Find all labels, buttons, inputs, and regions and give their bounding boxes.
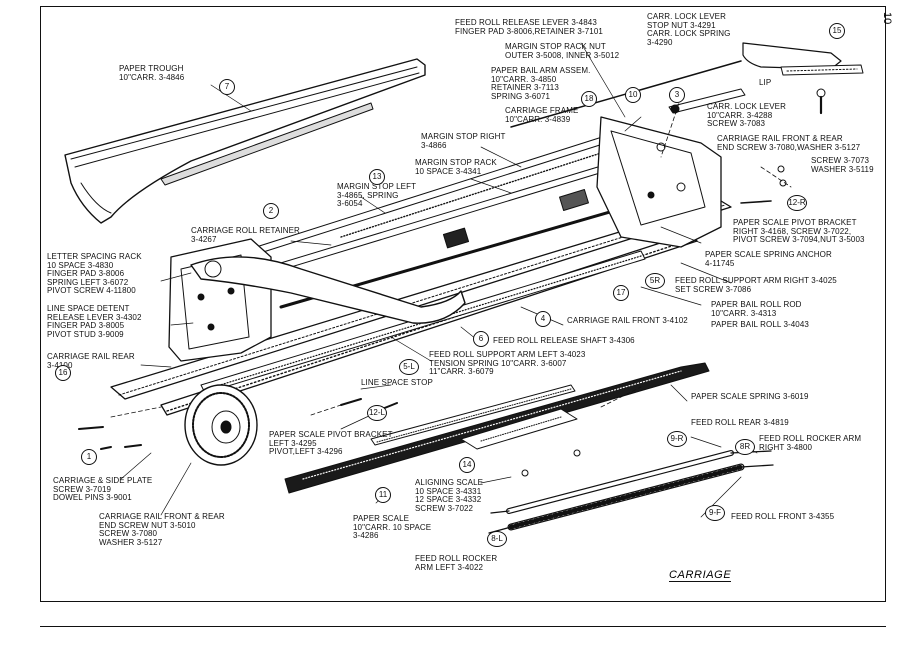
callout-11: 11 — [375, 487, 391, 503]
label-screw-washer: SCREW 3-7073 WASHER 3-5119 — [811, 156, 874, 174]
label-feed-roll-release-lever: FEED ROLL RELEASE LEVER 3-4843 FINGER PA… — [455, 18, 603, 36]
callout-8-l: 8-L — [487, 531, 507, 547]
label-carriage-rail-front: CARRIAGE RAIL FRONT 3-4102 — [567, 316, 688, 325]
label-carriage-rail-end-screw-left: CARRIAGE RAIL FRONT & REAR END SCREW NUT… — [99, 512, 225, 547]
page-number: 10 — [881, 12, 893, 25]
assembly-guide-lines — [110, 96, 792, 418]
label-margin-stop-rack: MARGIN STOP RACK 10 SPACE 3-4341 — [415, 158, 497, 176]
label-aligning-scale: ALIGNING SCALE 10 SPACE 3-4331 12 SPACE … — [415, 478, 484, 513]
label-carr-lock-lever: CARR. LOCK LEVER 10"CARR. 3-4288 SCREW 3… — [707, 102, 786, 129]
carriage-frame-right — [510, 60, 742, 248]
feed-roll-front-part — [488, 463, 774, 534]
figure-caption: CARRIAGE — [669, 569, 732, 582]
feed-roll-release-lever-part — [190, 256, 466, 324]
aligning-scale-part — [370, 384, 576, 446]
label-paper-scale-spring: PAPER SCALE SPRING 3-6019 — [691, 392, 809, 401]
callout-3: 3 — [669, 87, 685, 103]
carriage-exploded-drawing — [64, 42, 864, 534]
label-margin-stop-left: MARGIN STOP LEFT 3-4865, SPRING 3-6054 — [337, 182, 417, 209]
callout-10: 10 — [625, 87, 641, 103]
callout-17: 17 — [613, 285, 629, 301]
callout-2: 2 — [263, 203, 279, 219]
callout-12-l: 12-L — [367, 405, 387, 421]
bottom-rule — [40, 626, 886, 627]
callout-6: 6 — [473, 331, 489, 347]
figure-frame: FEED ROLL RELEASE LEVER 3-4843 FINGER PA… — [40, 6, 886, 602]
callout-9-f: 9-F — [705, 505, 725, 521]
margin-stop-rack-part — [230, 130, 626, 282]
label-paper-bail-arm: PAPER BAIL ARM ASSEM. 10"CARR. 3-4850 RE… — [491, 66, 591, 101]
label-paper-scale: PAPER SCALE 10"CARR. 10 SPACE 3-4286 — [353, 514, 432, 541]
callout-7: 7 — [219, 79, 235, 95]
label-letter-spacing-rack: LETTER SPACING RACK 10 SPACE 3-4830 FING… — [47, 252, 142, 296]
label-feed-roll-support-arm-right: FEED ROLL SUPPORT ARM RIGHT 3-4025 SET S… — [675, 276, 837, 294]
line-space-wheel-part — [184, 384, 258, 466]
label-line-space-detent: LINE SPACE DETENT RELEASE LEVER 3-4302 F… — [47, 304, 142, 339]
callout-9-r: 9-R — [667, 431, 687, 447]
paper-trough-part — [64, 58, 426, 224]
label-carr-lock-lever-stop: CARR. LOCK LEVER STOP NUT 3-4291 CARR. L… — [647, 12, 731, 47]
callout-1: 1 — [81, 449, 97, 465]
callout-4: 4 — [535, 311, 551, 327]
paper-scale-part — [284, 362, 710, 494]
callout-12-r: 12-R — [787, 195, 807, 211]
label-paper-scale-spring-anchor: PAPER SCALE SPRING ANCHOR 4-11745 — [705, 250, 832, 268]
label-feed-roll-front: FEED ROLL FRONT 3-4355 — [731, 512, 835, 521]
callout-13: 13 — [369, 169, 385, 185]
callout-16: 16 — [55, 365, 71, 381]
label-feed-roll-rear: FEED ROLL REAR 3-4819 — [691, 418, 789, 427]
label-carriage-side-plate: CARRIAGE & SIDE PLATE SCREW 3-7019 DOWEL… — [53, 476, 153, 503]
label-margin-stop-right: MARGIN STOP RIGHT 3-4866 — [421, 132, 506, 150]
label-feed-roll-rocker-arm-right: FEED ROLL ROCKER ARM RIGHT 3-4800 — [759, 434, 862, 452]
callout-5r: 5R — [645, 273, 665, 289]
label-feed-roll-release-shaft: FEED ROLL RELEASE SHAFT 3-4306 — [493, 336, 635, 345]
label-carriage-frame: CARRIAGE FRAME 10"CARR. 3-4839 — [505, 106, 579, 124]
label-margin-stop-rack-nut: MARGIN STOP RACK NUT OUTER 3-5008, INNER… — [505, 42, 620, 60]
label-paper-bail-roll-rod: PAPER BAIL ROLL ROD 10"CARR. 3-4313 — [711, 300, 802, 318]
callout-14: 14 — [459, 457, 475, 473]
callout-5-l: 5-L — [399, 359, 419, 375]
label-paper-scale-pivot-bracket-left: PAPER SCALE PIVOT BRACKET LEFT 3-4295 PI… — [269, 430, 393, 457]
label-lip: LIP — [759, 78, 772, 87]
label-paper-scale-pivot-bracket-right: PAPER SCALE PIVOT BRACKET RIGHT 3-4168, … — [733, 218, 865, 245]
feed-roll-rear-part — [490, 450, 772, 514]
label-feed-roll-rocker-arm-left: FEED ROLL ROCKER ARM LEFT 3-4022 — [415, 554, 498, 572]
label-carriage-rail-end-screw-right: CARRIAGE RAIL FRONT & REAR END SCREW 3-7… — [717, 134, 861, 152]
label-feed-roll-support-arm-left: FEED ROLL SUPPORT ARM LEFT 3-4023 TENSIO… — [429, 350, 586, 377]
callout-18: 18 — [581, 91, 597, 107]
callout-15: 15 — [829, 23, 845, 39]
carr-lock-lever-part — [668, 42, 864, 115]
label-paper-bail-roll: PAPER BAIL ROLL 3-4043 — [711, 320, 809, 329]
label-carriage-roll-retainer: CARRIAGE ROLL RETAINER 3-4267 — [191, 226, 300, 244]
label-line-space-stop: LINE SPACE STOP — [361, 378, 433, 387]
label-paper-trough: PAPER TROUGH 10"CARR. 3-4846 — [119, 64, 185, 82]
callout-8r: 8R — [735, 439, 755, 455]
